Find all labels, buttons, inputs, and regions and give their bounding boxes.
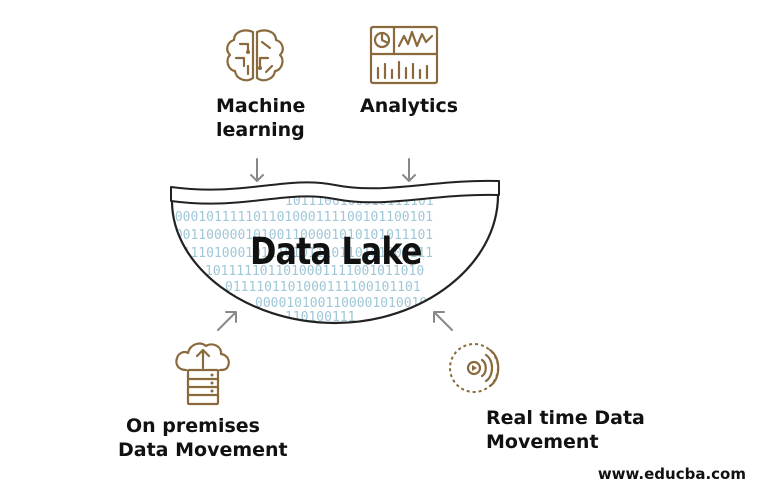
label-line: Movement	[486, 431, 599, 453]
watermark: www.educba.com	[597, 465, 746, 483]
label-line: On premises	[126, 415, 260, 437]
label-line: Machine	[216, 95, 306, 117]
binary-row: 0111101101000111100101101	[225, 280, 421, 295]
binary-row: 0001100000101001100001010101011101	[167, 228, 433, 243]
cloud-upload-server-icon	[175, 342, 230, 406]
arrow-down-icon	[402, 158, 416, 182]
arrow-up-left-icon	[433, 311, 453, 331]
arrow-up-right-icon	[217, 311, 237, 331]
binary-row: 0000101111101101000111100101100101	[167, 210, 433, 225]
binary-texture: 1011100100010111101 00001011111011010001…	[167, 195, 443, 323]
on-premises-label: On premises Data Movement	[118, 414, 288, 462]
label-line: Analytics	[360, 95, 459, 117]
arrow-down-icon	[250, 158, 264, 182]
brain-icon	[226, 29, 284, 82]
binary-row: 1011111011010001111001011010	[205, 264, 424, 279]
real-time-label: Real time Data Movement	[486, 406, 645, 454]
machine-learning-label: Machine learning	[216, 94, 305, 142]
data-lake-bowl: 1011100100010111101 00001011111011010001…	[167, 179, 500, 325]
data-lake-title: Data Lake	[250, 230, 422, 273]
streaming-signal-icon	[449, 343, 500, 393]
binary-row: 000010100110000101001010	[255, 296, 443, 311]
label-line: Data Movement	[118, 439, 288, 461]
analytics-label: Analytics	[360, 94, 458, 118]
dashboard-chart-icon	[369, 25, 439, 85]
label-line: Real time Data	[486, 407, 645, 429]
binary-row: 1011101000101110101110110101000111	[167, 246, 433, 261]
label-line: learning	[216, 119, 305, 141]
